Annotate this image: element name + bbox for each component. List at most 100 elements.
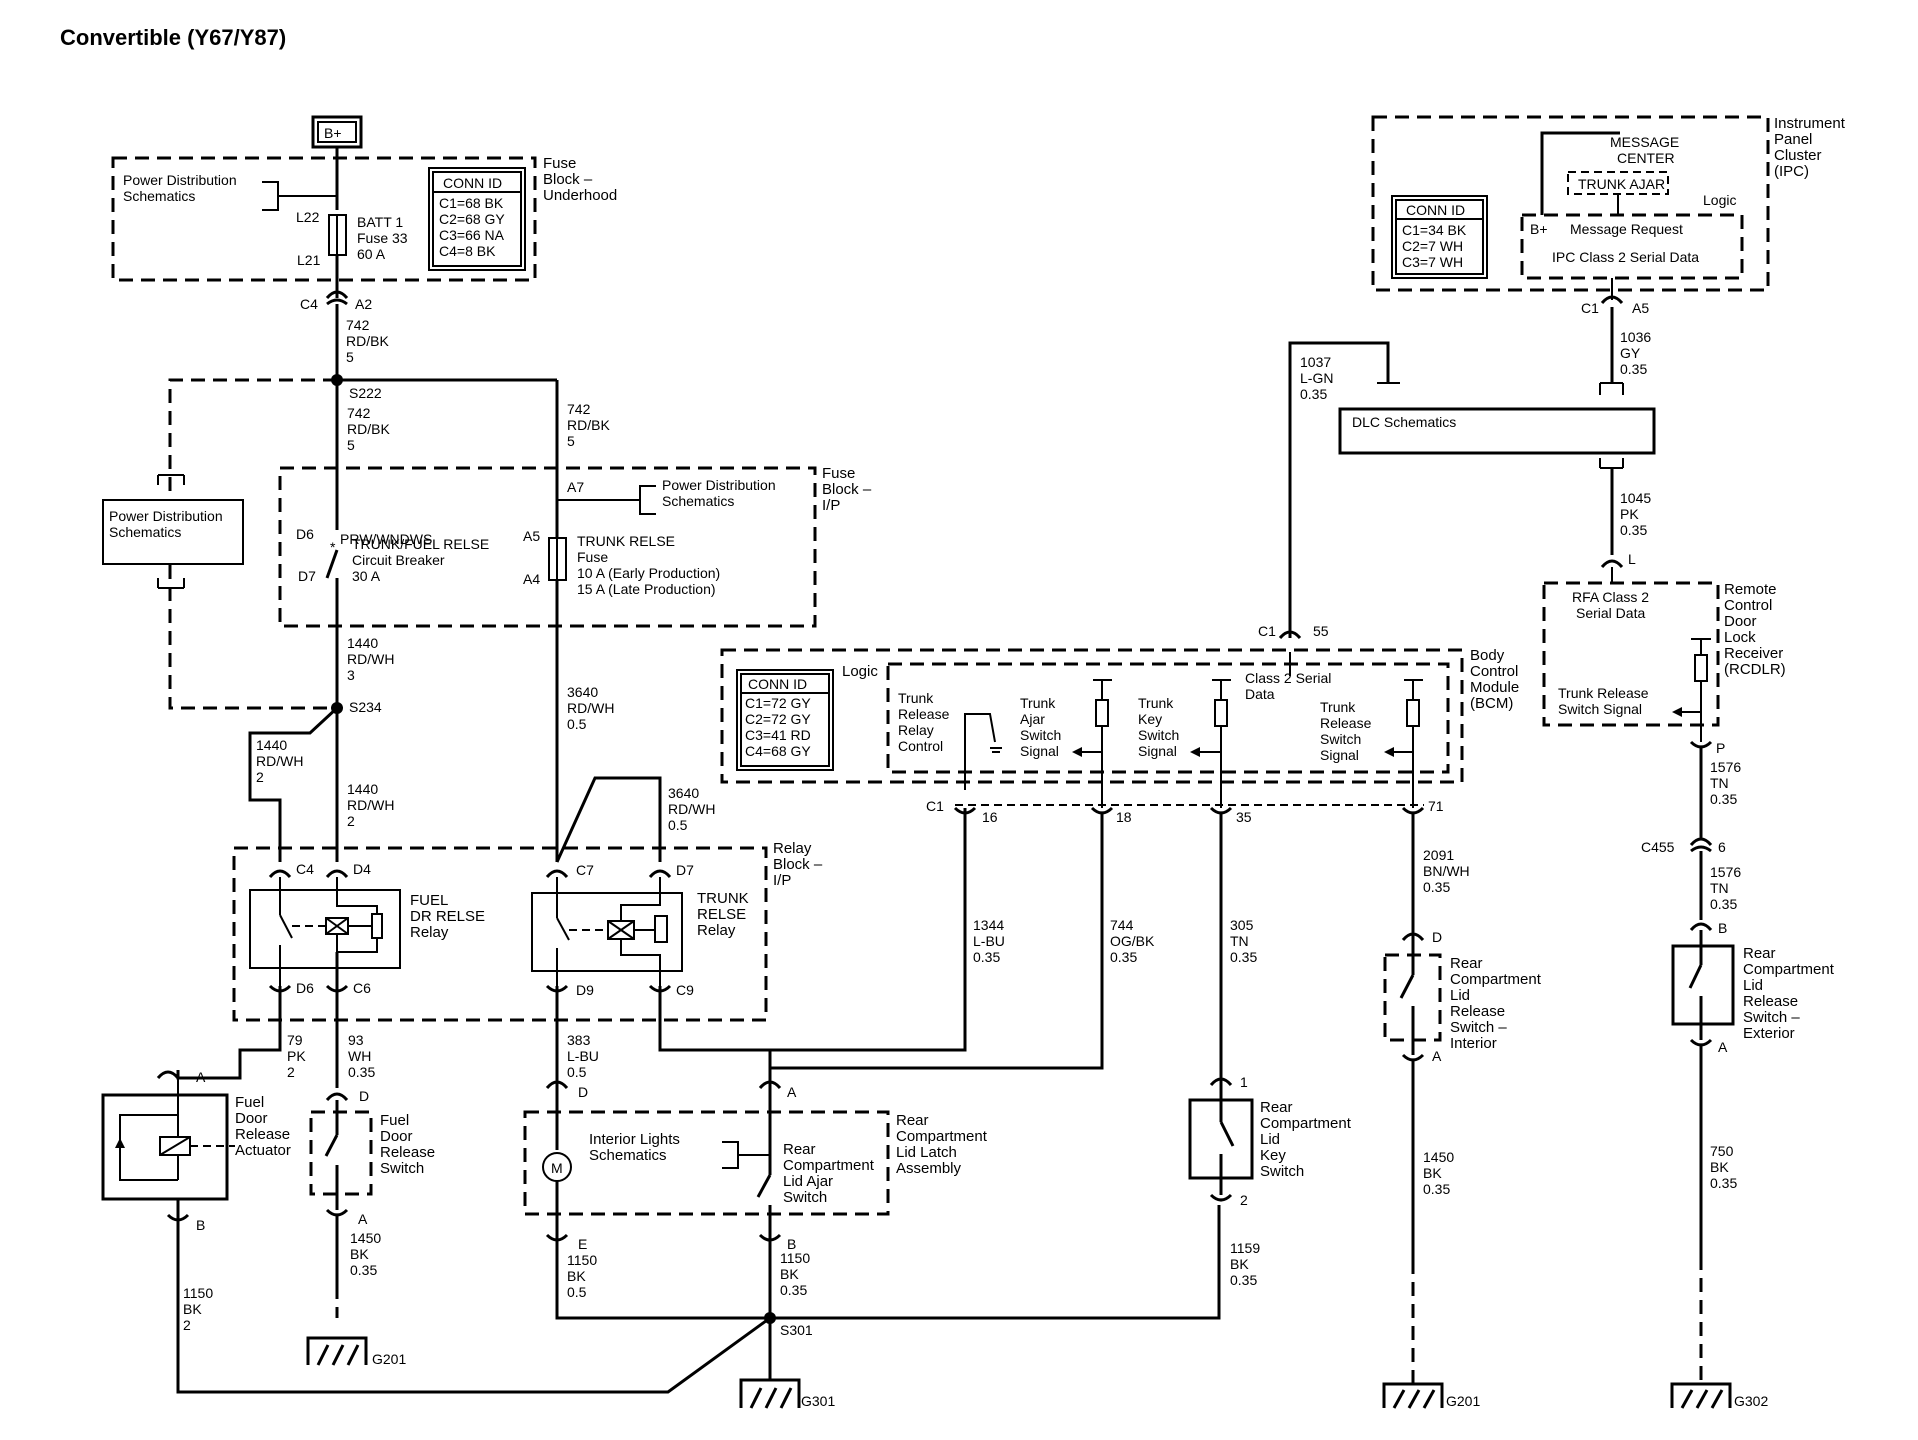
bcm-relay-control: Trunk Release Relay Control [898,690,1002,790]
svg-text:1037: 1037 [1300,354,1331,370]
svg-text:3640: 3640 [567,684,598,700]
svg-text:TRUNK/FUEL RELSE: TRUNK/FUEL RELSE [352,536,489,552]
svg-text:TN: TN [1710,775,1729,791]
svg-text:L22: L22 [296,209,320,225]
svg-text:G301: G301 [801,1393,835,1409]
svg-text:5: 5 [346,349,354,365]
svg-text:0.35: 0.35 [1300,386,1327,402]
svg-text:1159: 1159 [1230,1240,1260,1256]
svg-text:BK: BK [1423,1165,1442,1181]
svg-text:BK: BK [780,1266,799,1282]
svg-text:1150: 1150 [183,1285,213,1301]
diagram-title: Convertible (Y67/Y87) [60,25,286,50]
wire-1440-b: 1440 RD/WH 2 [256,737,303,785]
wire-744: 744 OG/BK 0.35 [1110,917,1155,965]
svg-text:Fuse: Fuse [822,465,855,482]
ipc-conn-id: CONN ID C1=34 BK C2=7 WH C3=7 WH [1391,195,1488,279]
svg-text:Interior Lights: Interior Lights [589,1131,680,1148]
pds-reference-ip: A7 Power Distribution Schematics [557,477,776,515]
svg-text:0.35: 0.35 [1710,1175,1737,1191]
svg-text:D6: D6 [296,980,314,996]
svg-text:1576: 1576 [1710,864,1741,880]
svg-text:Relay: Relay [697,922,736,939]
svg-text:383: 383 [567,1032,591,1048]
svg-text:RD/WH: RD/WH [347,797,394,813]
wire-3640-b: 3640 RD/WH 0.5 [668,785,715,833]
svg-text:Block –: Block – [773,856,823,873]
svg-text:C1=34 BK: C1=34 BK [1402,222,1467,238]
ipc-label: Instrument Panel Cluster (IPC) [1774,115,1846,180]
bcm-key-signal: Trunk Key Switch Signal [1138,679,1231,808]
svg-text:D: D [359,1088,369,1104]
svg-text:Signal: Signal [1138,743,1177,759]
svg-text:(RCDLR): (RCDLR) [1724,661,1786,678]
splice-s222-label: S222 [349,385,382,401]
svg-text:D4: D4 [353,861,371,877]
wire-1450-a: 1450 BK 0.35 [350,1230,381,1278]
wire-1150-c: 1150 BK 0.35 [780,1250,810,1298]
svg-text:0.5: 0.5 [668,817,688,833]
svg-text:Lid Latch: Lid Latch [896,1144,957,1161]
svg-text:1045: 1045 [1620,490,1651,506]
wire-750: 750 BK 0.35 [1710,1143,1737,1191]
svg-text:RD/WH: RD/WH [567,700,614,716]
svg-text:Rear: Rear [1260,1099,1293,1116]
ip-fuse-block [278,466,817,628]
svg-text:Fuel: Fuel [235,1094,264,1111]
wire-2091: 2091 BN/WH 0.35 [1423,847,1470,895]
svg-text:1344: 1344 [973,917,1004,933]
underhood-conn-id: CONN ID C1=68 BK C2=68 GY C3=66 NA C4=8 … [428,167,526,271]
svg-text:1440: 1440 [256,737,287,753]
relay-block-label: Relay Block – I/P [773,840,823,889]
svg-text:BK: BK [1230,1256,1249,1272]
fuel-door-release-switch: D A Fuel Door Release Switch [309,1088,435,1227]
svg-text:71: 71 [1428,798,1444,814]
svg-text:Cluster: Cluster [1774,147,1822,164]
underhood-fuse-block [111,156,537,282]
svg-text:Schematics: Schematics [123,188,195,204]
svg-text:Signal: Signal [1320,747,1359,763]
fuel-door-release-actuator: A B Fuel Door Release Actuator [101,1069,291,1233]
svg-text:Instrument: Instrument [1774,115,1846,132]
svg-text:0.35: 0.35 [348,1064,375,1080]
svg-text:OG/BK: OG/BK [1110,933,1155,949]
svg-text:0.5: 0.5 [567,716,587,732]
svg-text:I/P: I/P [773,872,791,889]
lid-release-switch-exterior: B A Rear Compartment Lid Release Switch … [1671,920,1835,1055]
wire-742-c: 742 RD/BK 5 [567,401,610,449]
lid-key-switch: 1 2 Rear Compartment Lid Key Switch [1188,1074,1352,1208]
svg-text:BN/WH: BN/WH [1423,863,1470,879]
svg-text:1450: 1450 [350,1230,381,1246]
svg-text:0.5: 0.5 [567,1064,587,1080]
svg-text:Control: Control [1724,597,1772,614]
label-line: Block – [543,171,593,188]
svg-text:C1: C1 [1581,300,1599,316]
svg-text:PRW/WNDWS: PRW/WNDWS [340,531,432,547]
svg-text:CENTER: CENTER [1617,150,1675,166]
svg-text:A: A [1432,1048,1442,1064]
pds-reference-underhood: Power Distribution Schematics [123,172,337,211]
svg-text:RD/WH: RD/WH [256,753,303,769]
rcdlr-connector-p: P [1689,740,1725,756]
svg-text:750: 750 [1710,1143,1734,1159]
svg-text:TN: TN [1230,933,1249,949]
svg-text:Power Distribution: Power Distribution [662,477,776,493]
svg-text:2: 2 [256,769,264,785]
svg-text:RD/BK: RD/BK [346,333,389,349]
rcdlr-rfa-line: Serial Data [1576,605,1645,621]
svg-text:C1: C1 [1258,623,1276,639]
svg-text:PK: PK [287,1048,306,1064]
svg-text:D: D [578,1084,588,1100]
relay-pins: C4 D4 C7 D7 D6 C6 D9 C9 [268,861,694,998]
ipc-connector-c1-a5: C1 A5 [1581,295,1649,316]
svg-text:Switch Signal: Switch Signal [1558,701,1642,717]
svg-text:Switch: Switch [1320,731,1361,747]
svg-text:2: 2 [347,813,355,829]
svg-text:Compartment: Compartment [896,1128,988,1145]
svg-text:A: A [358,1211,368,1227]
svg-text:Switch –: Switch – [1450,1019,1507,1036]
svg-text:TRUNK AJAR: TRUNK AJAR [1578,176,1665,192]
svg-text:Relay: Relay [773,840,812,857]
svg-text:A: A [196,1069,206,1085]
